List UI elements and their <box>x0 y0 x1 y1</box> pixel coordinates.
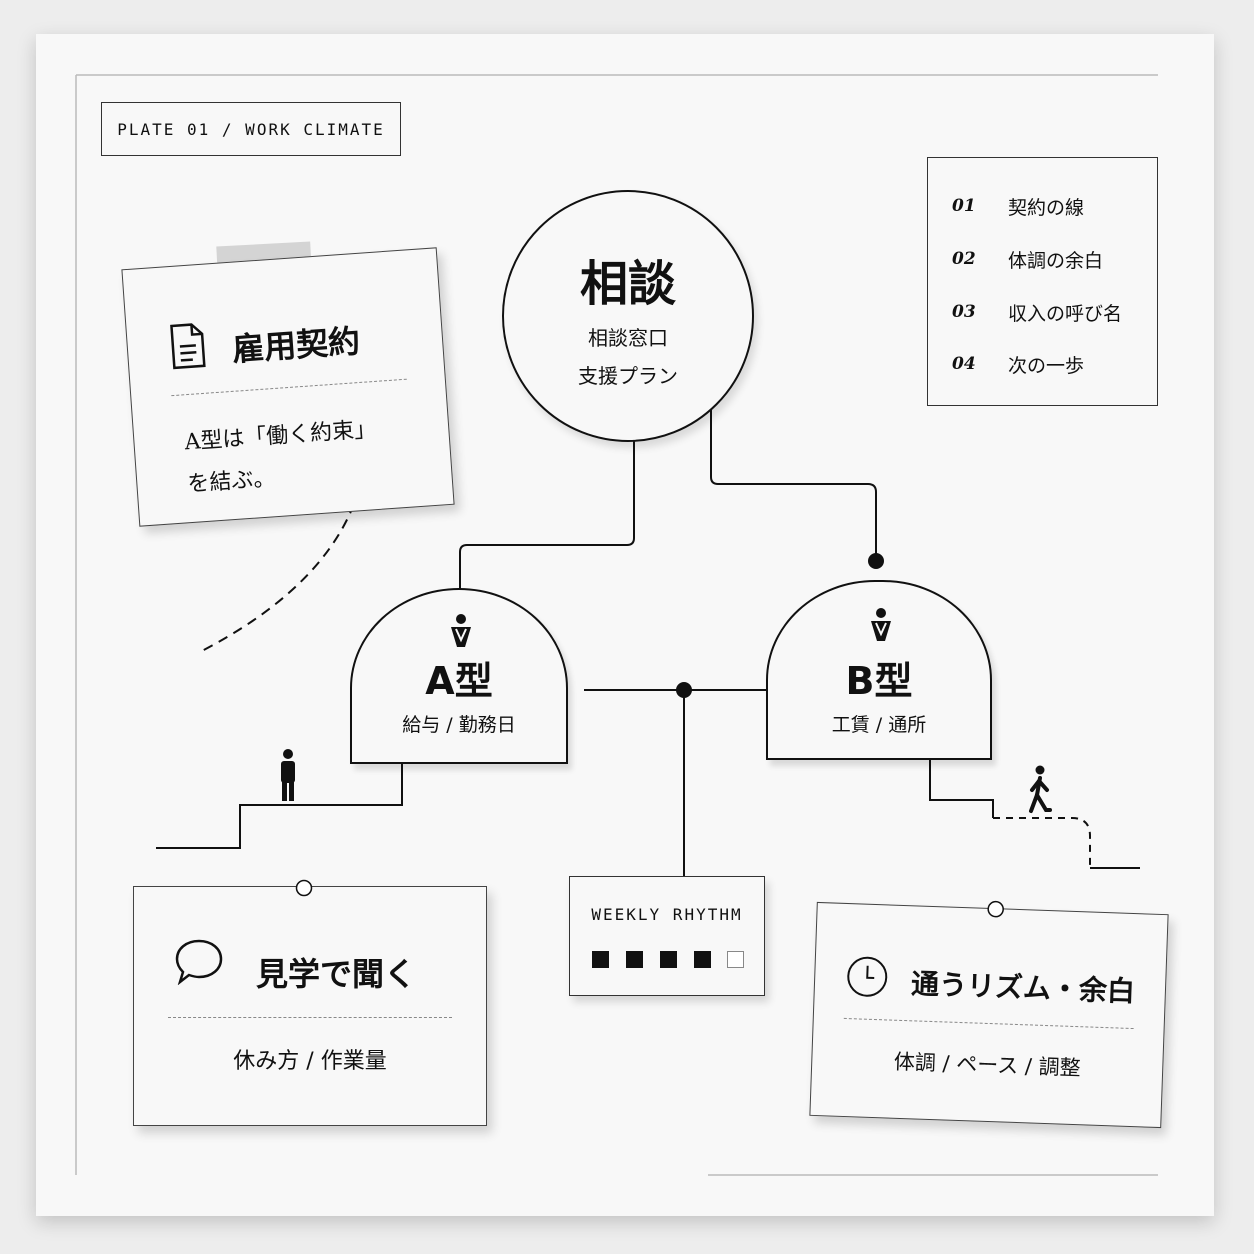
weekly-title: WEEKLY RHYTHM <box>591 905 743 924</box>
type-b-title: B型 <box>845 659 913 703</box>
legend-number: 01 <box>952 196 976 216</box>
consultation-line2: 支援プラン <box>578 364 678 388</box>
consultation-line1: 相談窓口 <box>588 326 668 350</box>
legend-item: 02 体調の余白 <box>928 244 1157 274</box>
person-icon <box>451 614 471 647</box>
legend-label: 次の一歩 <box>1008 354 1085 377</box>
contract-card: 雇用契約 A型は「働く約束」 を結ぶ。 <box>121 247 455 527</box>
link-center-a <box>459 440 635 590</box>
rhythm-body: 体調 / ペース / 調整 <box>893 1049 1082 1081</box>
weekly-day-marker <box>660 951 677 968</box>
pin-icon <box>987 900 1004 918</box>
walking-person-icon <box>1029 765 1052 813</box>
weekly-rhythm-box: WEEKLY RHYTHM <box>569 876 765 996</box>
type-b-arch: B型 工賃 / 通所 <box>766 580 992 760</box>
node-b <box>868 553 884 569</box>
visit-title: 見学で聞く <box>256 955 417 993</box>
divider <box>168 1017 452 1018</box>
legend-item: 04 次の一歩 <box>928 349 1157 379</box>
weekly-day-marker <box>694 951 711 968</box>
stairs-right <box>929 760 994 818</box>
rhythm-title: 通うリズム・余白 <box>910 967 1136 1009</box>
visit-card: 見学で聞く 休み方 / 作業量 <box>133 879 487 1126</box>
legend-number: 02 <box>952 249 976 269</box>
speech-bubble-icon <box>175 939 223 985</box>
legend-number: 03 <box>952 302 976 322</box>
divider <box>843 1017 1134 1030</box>
person-icon <box>871 608 891 641</box>
contract-body-line1: A型は「働く約束」 <box>183 416 377 456</box>
pin-icon <box>295 879 313 897</box>
legend-number: 04 <box>952 354 976 374</box>
legend-label: 体調の余白 <box>1008 249 1104 272</box>
clock-icon <box>847 956 888 997</box>
visit-body: 休み方 / 作業量 <box>233 1049 387 1074</box>
legend-box: 01 契約の線 02 体調の余白 03 収入の呼び名 04 次の一歩 <box>927 157 1158 406</box>
weekly-day-marker <box>626 951 643 968</box>
type-a-title: A型 <box>425 659 493 703</box>
standing-person-icon <box>281 749 295 801</box>
consultation-title: 相談 <box>579 256 676 312</box>
legend-item: 01 契約の線 <box>928 191 1157 221</box>
link-center-b <box>710 410 877 560</box>
weekly-day-marker <box>592 951 609 968</box>
plate-label: PLATE 01 / WORK CLIMATE <box>101 102 401 156</box>
legend-item: 03 収入の呼び名 <box>928 297 1157 327</box>
type-a-arch: A型 給与 / 勤務日 <box>350 588 568 764</box>
consultation-circle: 相談 相談窓口 支援プラン <box>502 190 754 442</box>
divider <box>171 378 407 397</box>
contract-title: 雇用契約 <box>230 321 362 369</box>
rhythm-card: 通うリズム・余白 体調 / ペース / 調整 <box>809 900 1169 1129</box>
weekly-day-marker <box>727 951 744 968</box>
contract-dashed-curve <box>199 503 355 653</box>
stairs-left <box>156 763 403 849</box>
stairs-right-dashed <box>993 817 1091 868</box>
type-b-sub: 工賃 / 通所 <box>831 714 927 736</box>
document-icon <box>170 323 206 370</box>
contract-body-line2: を結ぶ。 <box>186 466 277 498</box>
legend-label: 契約の線 <box>1008 196 1085 219</box>
legend-label: 収入の呼び名 <box>1008 302 1123 325</box>
type-a-sub: 給与 / 勤務日 <box>402 714 516 736</box>
